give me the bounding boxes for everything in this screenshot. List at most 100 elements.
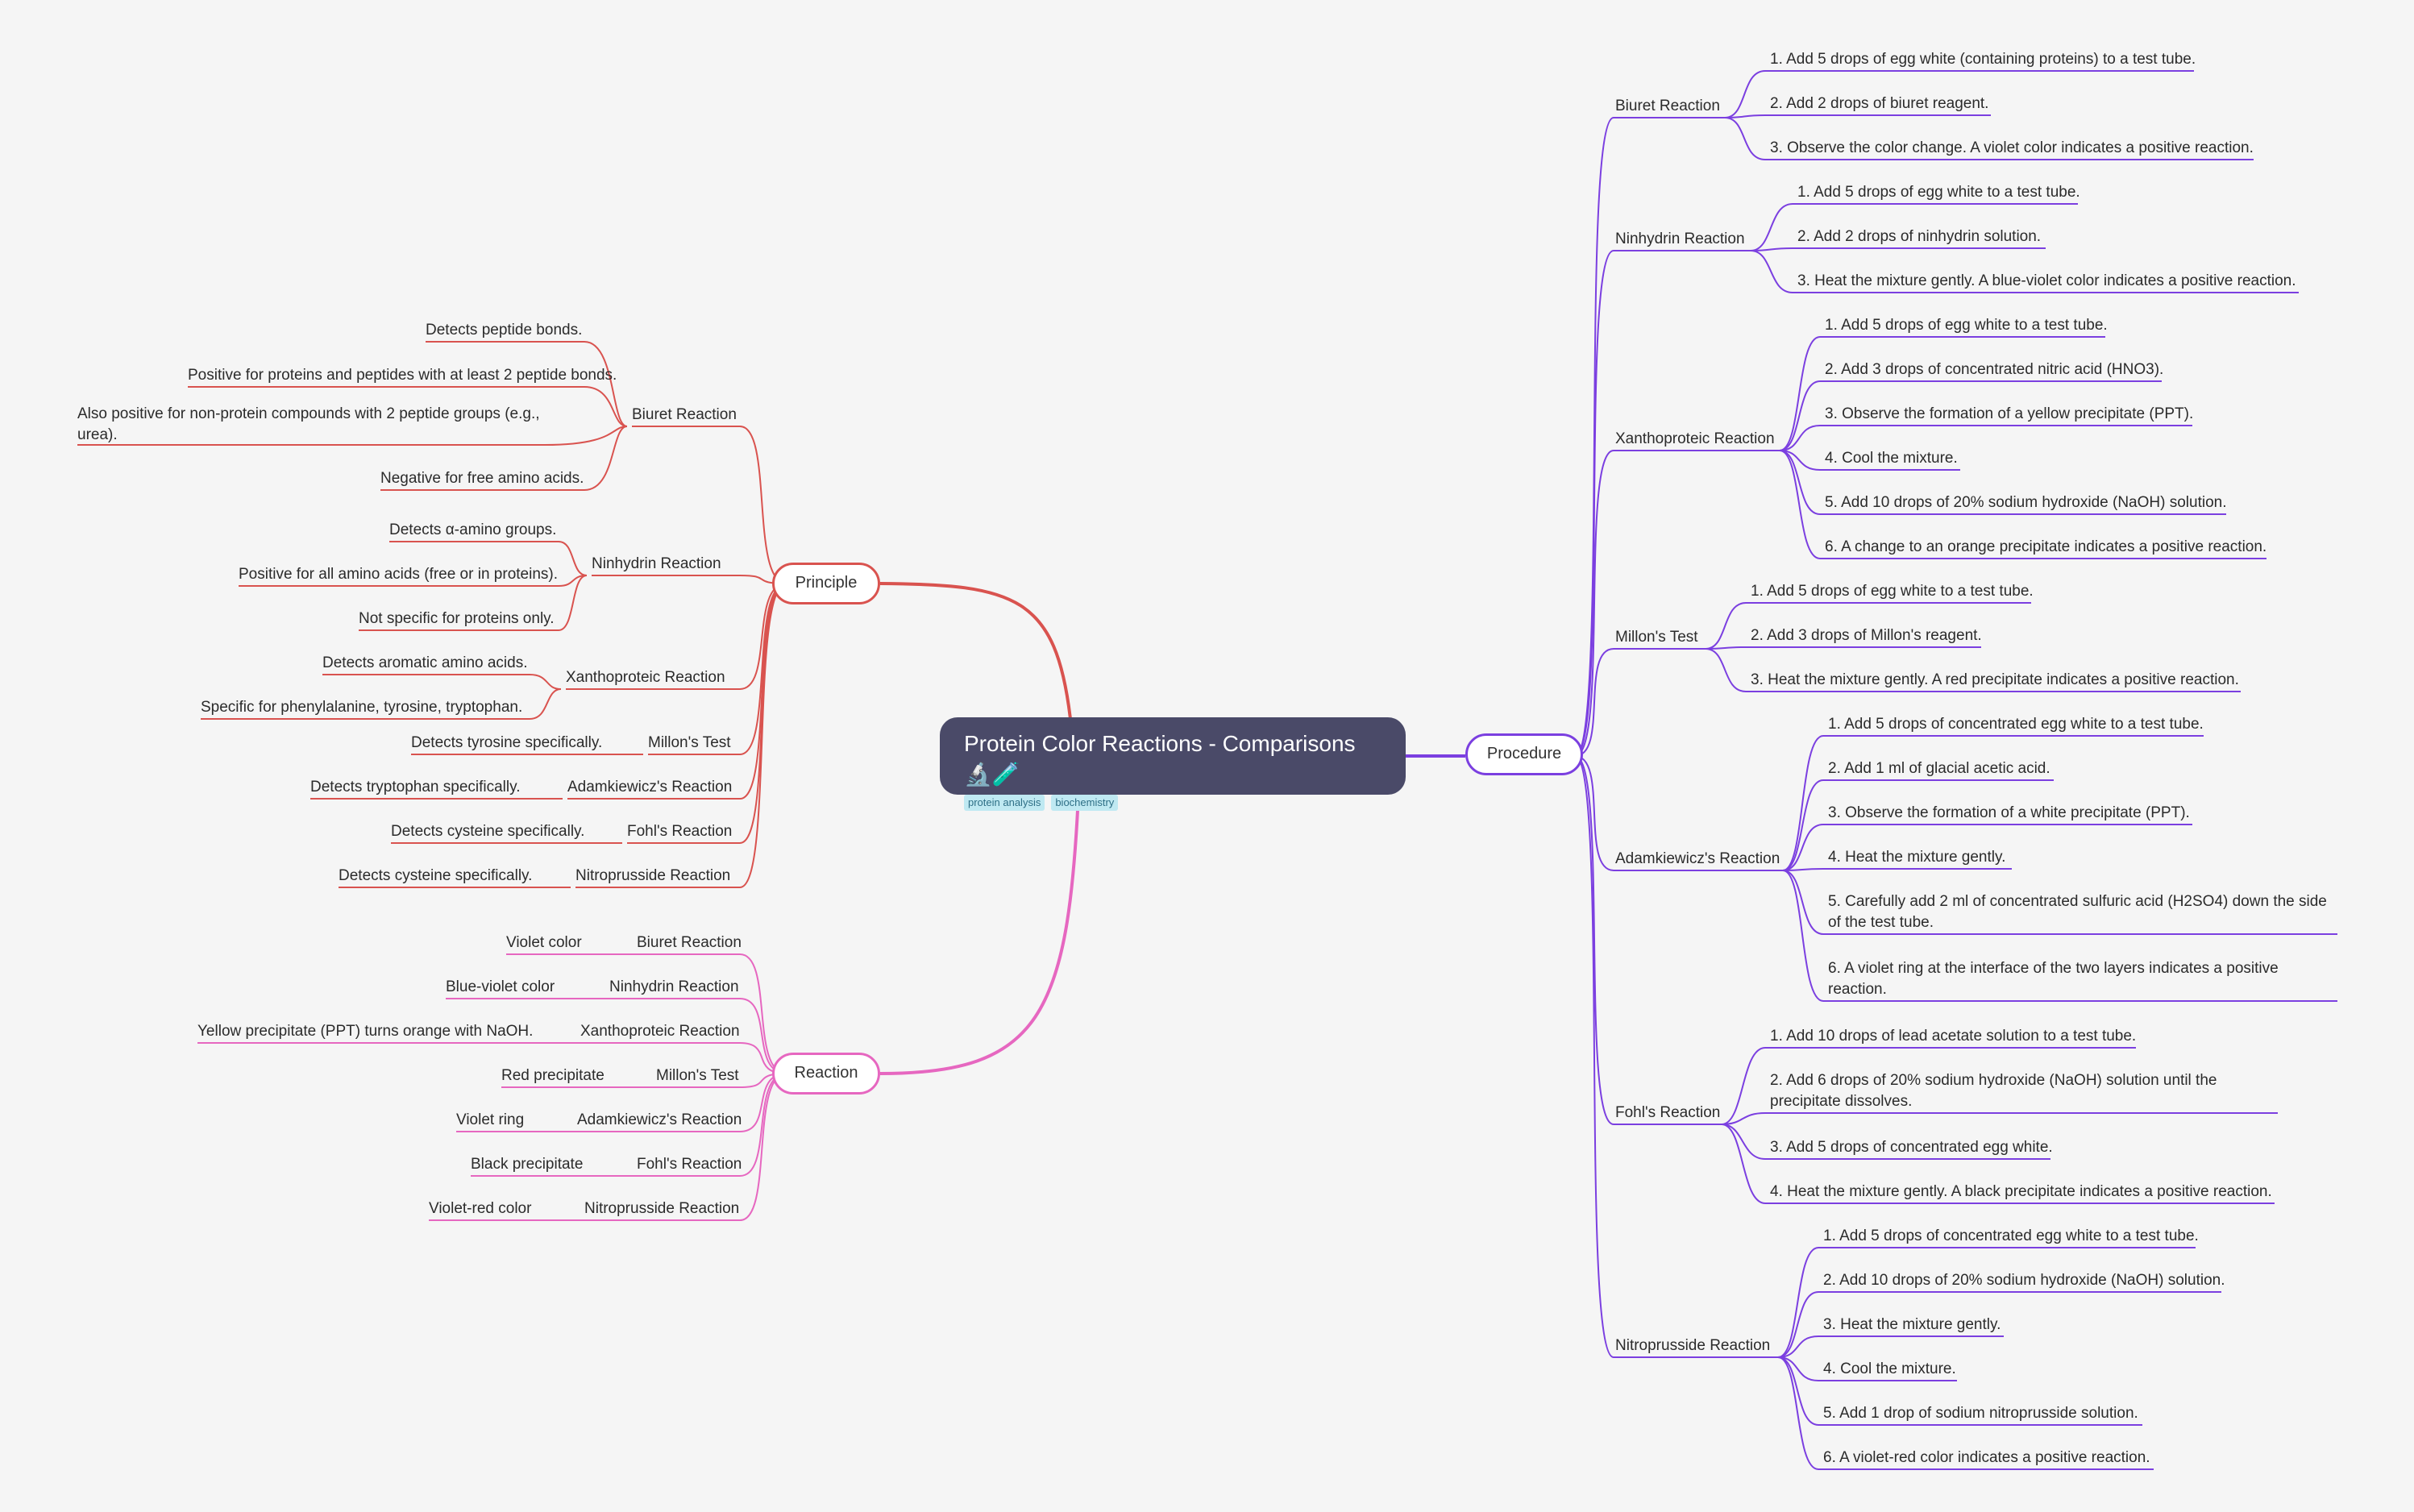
- principle-detail-0-0[interactable]: Detects peptide bonds.: [426, 322, 583, 339]
- procedure-step-2-3[interactable]: 4. Cool the mixture.: [1825, 450, 1958, 467]
- principle-detail-0-2[interactable]: Also positive for non-protein compounds …: [77, 405, 540, 443]
- procedure-step-3-1[interactable]: 2. Add 3 drops of Millon's reagent.: [1751, 627, 1982, 644]
- procedure-item-4[interactable]: Adamkiewicz's Reaction: [1615, 850, 1780, 867]
- reaction-detail-3[interactable]: Red precipitate: [501, 1067, 605, 1084]
- link-procedure-5: [1574, 755, 1614, 1125]
- procedure-item-0[interactable]: Biuret Reaction: [1615, 98, 1720, 114]
- principle-detail-4-0[interactable]: Detects tryptophan specifically.: [310, 779, 521, 795]
- principle-item-4[interactable]: Adamkiewicz's Reaction: [567, 779, 733, 795]
- procedure-step-5-1[interactable]: 2. Add 6 drops of 20% sodium hydroxide (…: [1770, 1072, 2217, 1110]
- procedure-step-4-4[interactable]: 5. Carefully add 2 ml of concentrated su…: [1828, 893, 2327, 931]
- link-procedure-1: [1574, 250, 1614, 757]
- reaction-detail-6[interactable]: Violet-red color: [429, 1200, 532, 1217]
- procedure-step-4-2[interactable]: 3. Observe the formation of a white prec…: [1828, 804, 2190, 821]
- procedure-item-3[interactable]: Millon's Test: [1615, 629, 1698, 646]
- link-procedure-3: [1574, 648, 1614, 757]
- procedure-step-4-5[interactable]: 6. A violet ring at the interface of the…: [1828, 960, 2279, 998]
- procedure-step-2-2[interactable]: 3. Observe the formation of a yellow pre…: [1825, 405, 2194, 422]
- link-principle-6: [739, 583, 787, 888]
- link-principle-1-2: [558, 575, 588, 631]
- root-node[interactable]: Protein Color Reactions - Comparisons 🔬🧪…: [940, 717, 1406, 811]
- procedure-step-5-2[interactable]: 3. Add 5 drops of concentrated egg white…: [1770, 1139, 2053, 1156]
- procedure-step-4-0[interactable]: 1. Add 5 drops of concentrated egg white…: [1828, 716, 2204, 733]
- principle-item-3[interactable]: Millon's Test: [648, 734, 731, 751]
- procedure-item-2[interactable]: Xanthoproteic Reaction: [1615, 430, 1775, 447]
- principle-detail-6-0[interactable]: Detects cysteine specifically.: [339, 867, 533, 884]
- reaction-item-0[interactable]: Biuret Reaction: [637, 934, 742, 951]
- procedure-step-6-1[interactable]: 2. Add 10 drops of 20% sodium hydroxide …: [1823, 1272, 2225, 1289]
- reaction-item-3[interactable]: Millon's Test: [656, 1067, 739, 1084]
- procedure-step-6-3[interactable]: 4. Cool the mixture.: [1823, 1360, 1956, 1377]
- principle-detail-1-2[interactable]: Not specific for proteins only.: [359, 610, 555, 627]
- link-procedure-5-3: [1721, 1124, 1766, 1204]
- procedure-step-0-1[interactable]: 2. Add 2 drops of biuret reagent.: [1770, 95, 1989, 112]
- procedure-item-6[interactable]: Nitroprusside Reaction: [1615, 1337, 1771, 1354]
- link-procedure-3-2: [1705, 648, 1747, 692]
- link-reaction-0: [739, 953, 787, 1074]
- procedure-step-3-0[interactable]: 1. Add 5 drops of egg white to a test tu…: [1751, 583, 2034, 600]
- principle-detail-1-1[interactable]: Positive for all amino acids (free or in…: [239, 566, 558, 583]
- procedure-step-1-2[interactable]: 3. Heat the mixture gently. A blue-viole…: [1797, 272, 2296, 289]
- tag-biochemistry[interactable]: biochemistry: [1051, 795, 1119, 811]
- principle-detail-0-3[interactable]: Negative for free amino acids.: [380, 470, 584, 487]
- reaction-detail-2[interactable]: Yellow precipitate (PPT) turns orange wi…: [197, 1023, 534, 1040]
- reaction-item-6[interactable]: Nitroprusside Reaction: [584, 1200, 740, 1217]
- link-procedure-5-2: [1721, 1124, 1766, 1160]
- procedure-step-1-0[interactable]: 1. Add 5 drops of egg white to a test tu…: [1797, 184, 2080, 201]
- principle-detail-0-1[interactable]: Positive for proteins and peptides with …: [188, 367, 617, 384]
- link-procedure-3-0: [1705, 602, 1747, 650]
- procedure-step-4-1[interactable]: 2. Add 1 ml of glacial acetic acid.: [1828, 760, 2050, 777]
- principle-detail-5-0[interactable]: Detects cysteine specifically.: [391, 823, 585, 840]
- principle-detail-2-1[interactable]: Specific for phenylalanine, tyrosine, tr…: [201, 699, 523, 716]
- root-title: Protein Color Reactions - Comparisons 🔬🧪: [964, 731, 1356, 787]
- principle-item-6[interactable]: Nitroprusside Reaction: [575, 867, 731, 884]
- principle-item-5[interactable]: Fohl's Reaction: [627, 823, 733, 840]
- reaction-item-2[interactable]: Xanthoproteic Reaction: [580, 1023, 740, 1040]
- procedure-step-0-2[interactable]: 3. Observe the color change. A violet co…: [1770, 139, 2254, 156]
- procedure-step-6-4[interactable]: 5. Add 1 drop of sodium nitroprusside so…: [1823, 1405, 2138, 1422]
- root-tags: protein analysis biochemistry: [964, 795, 1382, 811]
- branch-reaction[interactable]: Reaction: [772, 1053, 880, 1095]
- procedure-step-2-4[interactable]: 5. Add 10 drops of 20% sodium hydroxide …: [1825, 494, 2227, 511]
- link-procedure-5-1: [1721, 1112, 1766, 1125]
- procedure-item-1[interactable]: Ninhydrin Reaction: [1615, 231, 1745, 247]
- reaction-item-4[interactable]: Adamkiewicz's Reaction: [577, 1111, 742, 1128]
- procedure-step-4-3[interactable]: 4. Heat the mixture gently.: [1828, 849, 2006, 866]
- link-procedure-4-5: [1782, 870, 1824, 1002]
- link-procedure-2-1: [1779, 380, 1821, 451]
- procedure-step-6-5[interactable]: 6. A violet-red color indicates a positi…: [1823, 1449, 2150, 1466]
- reaction-detail-5[interactable]: Black precipitate: [471, 1156, 584, 1173]
- tag-protein-analysis[interactable]: protein analysis: [964, 795, 1045, 811]
- link-procedure-6: [1574, 755, 1614, 1358]
- reaction-detail-4[interactable]: Violet ring: [456, 1111, 525, 1128]
- reaction-item-1[interactable]: Ninhydrin Reaction: [609, 978, 739, 995]
- reaction-detail-1[interactable]: Blue-violet color: [446, 978, 555, 995]
- principle-detail-2-0[interactable]: Detects aromatic amino acids.: [322, 654, 528, 671]
- reaction-detail-0[interactable]: Violet color: [506, 934, 582, 951]
- procedure-step-5-0[interactable]: 1. Add 10 drops of lead acetate solution…: [1770, 1028, 2137, 1045]
- branch-procedure[interactable]: Procedure: [1465, 733, 1583, 775]
- procedure-step-6-2[interactable]: 3. Heat the mixture gently.: [1823, 1316, 2001, 1333]
- principle-detail-1-0[interactable]: Detects α-amino groups.: [389, 521, 557, 538]
- principle-item-2[interactable]: Xanthoproteic Reaction: [566, 669, 725, 686]
- reaction-item-5[interactable]: Fohl's Reaction: [637, 1156, 742, 1173]
- link-procedure-2-4: [1779, 450, 1821, 515]
- procedure-step-6-0[interactable]: 1. Add 5 drops of concentrated egg white…: [1823, 1227, 2199, 1244]
- principle-item-1[interactable]: Ninhydrin Reaction: [592, 555, 721, 572]
- branch-principle[interactable]: Principle: [772, 563, 880, 604]
- procedure-item-5[interactable]: Fohl's Reaction: [1615, 1104, 1721, 1121]
- link-root-reaction: [879, 794, 1080, 1075]
- procedure-step-5-3[interactable]: 4. Heat the mixture gently. A black prec…: [1770, 1183, 2272, 1200]
- principle-item-0[interactable]: Biuret Reaction: [632, 406, 737, 423]
- procedure-step-2-0[interactable]: 1. Add 5 drops of egg white to a test tu…: [1825, 317, 2108, 334]
- link-procedure-6-0: [1777, 1247, 1819, 1358]
- procedure-step-0-0[interactable]: 1. Add 5 drops of egg white (containing …: [1770, 51, 2196, 68]
- link-principle-0: [739, 426, 787, 584]
- principle-detail-3-0[interactable]: Detects tyrosine specifically.: [411, 734, 603, 751]
- procedure-step-3-2[interactable]: 3. Heat the mixture gently. A red precip…: [1751, 671, 2239, 688]
- procedure-step-2-1[interactable]: 2. Add 3 drops of concentrated nitric ac…: [1825, 361, 2164, 378]
- procedure-step-1-1[interactable]: 2. Add 2 drops of ninhydrin solution.: [1797, 228, 2042, 245]
- link-procedure-1-2: [1750, 250, 1793, 293]
- procedure-step-2-5[interactable]: 6. A change to an orange precipitate ind…: [1825, 538, 2267, 555]
